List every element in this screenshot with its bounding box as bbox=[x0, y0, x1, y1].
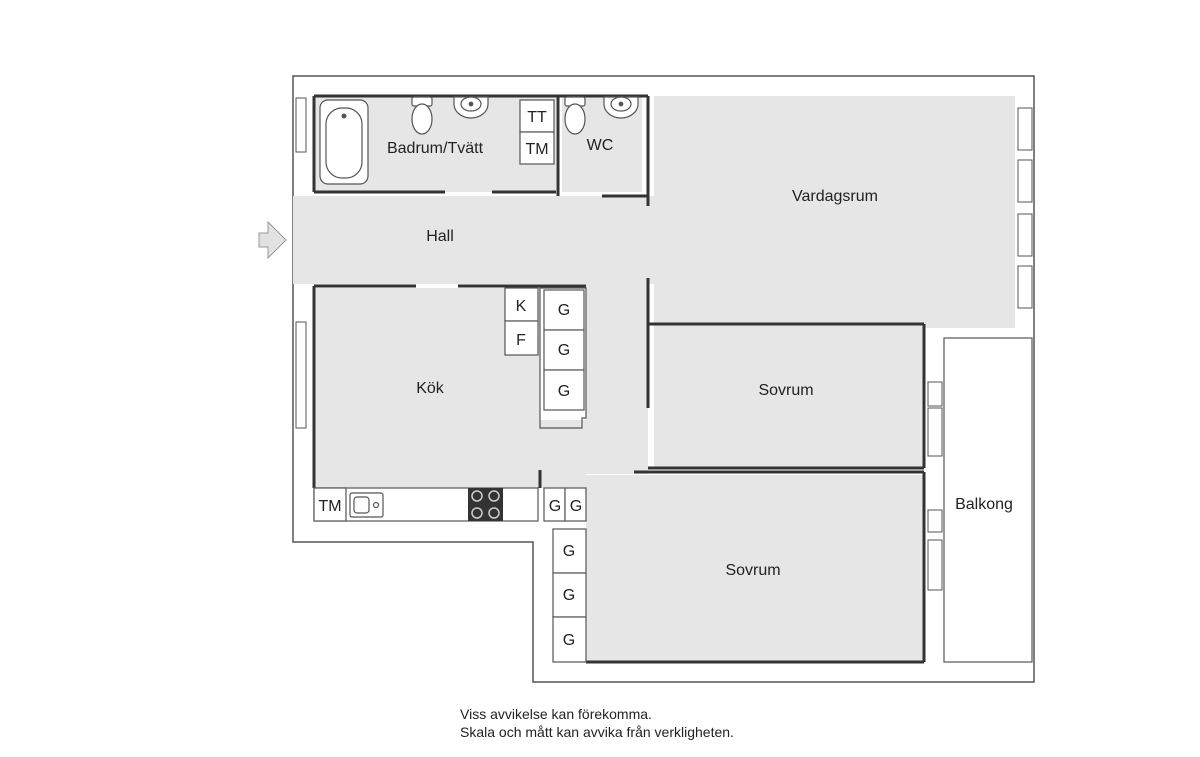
washing-machine-label: TM bbox=[525, 141, 548, 158]
bathtub-icon bbox=[319, 99, 369, 185]
fridge: F bbox=[504, 320, 539, 356]
room-label-bedroom-1: Sovrum bbox=[758, 382, 813, 399]
wc-sink-icon bbox=[603, 96, 639, 119]
wardrobe-frame bbox=[539, 287, 587, 429]
freezer: K bbox=[504, 287, 539, 322]
toilet-icon bbox=[411, 96, 433, 135]
wardrobe: G bbox=[543, 487, 566, 522]
wc-toilet-icon bbox=[564, 96, 586, 135]
wardrobe: G bbox=[564, 487, 587, 522]
wardrobe-label: G bbox=[549, 498, 561, 515]
outer-wall bbox=[292, 75, 1035, 683]
wardrobe-label: G bbox=[570, 498, 582, 515]
room-label-balcony: Balkong bbox=[955, 496, 1013, 513]
room-label-kitchen: Kök bbox=[416, 380, 445, 397]
kitchen-counter bbox=[313, 487, 539, 522]
room-label-wc: WC bbox=[587, 137, 614, 154]
entrance-arrow-icon bbox=[258, 220, 287, 260]
disclaimer-line-2: Skala och mått kan avvika från verklighe… bbox=[460, 724, 734, 740]
bedroom-2-floor bbox=[586, 475, 924, 662]
tumble-dryer: TT bbox=[519, 99, 555, 133]
balcony-outline bbox=[943, 337, 1033, 663]
wardrobe-label: G bbox=[558, 383, 570, 400]
bedroom-1-floor bbox=[654, 326, 924, 468]
stove-icon bbox=[468, 488, 503, 521]
living-lower-floor bbox=[654, 284, 1000, 324]
sink-icon bbox=[453, 96, 489, 119]
room-label-hall: Hall bbox=[426, 228, 454, 245]
disclaimer-line-1: Viss avvikelse kan förekomma. bbox=[460, 706, 652, 722]
room-label-living: Vardagsrum bbox=[792, 188, 878, 205]
room-label-bedroom-2: Sovrum bbox=[725, 562, 780, 579]
fridge-label: F bbox=[516, 332, 526, 349]
wardrobe-label: G bbox=[563, 587, 575, 604]
wardrobe-label: G bbox=[563, 543, 575, 560]
corridor-floor bbox=[540, 470, 586, 488]
floor-plan: TT TM K F G G G TM bbox=[258, 75, 1035, 683]
passage-floor bbox=[586, 284, 648, 474]
wardrobe: G bbox=[552, 616, 587, 663]
wardrobe: G bbox=[552, 528, 587, 574]
freezer-label: K bbox=[516, 298, 527, 315]
interior-walls bbox=[312, 94, 926, 664]
wardrobe: G bbox=[543, 289, 585, 331]
washing-machine-bathroom: TM bbox=[519, 131, 555, 165]
wardrobe-label: G bbox=[558, 342, 570, 359]
windows bbox=[295, 97, 1033, 591]
wardrobe-label: G bbox=[558, 302, 570, 319]
room-label-bathroom: Badrum/Tvätt bbox=[387, 140, 484, 157]
tumble-dryer-label: TT bbox=[527, 109, 547, 126]
wardrobe-label: G bbox=[563, 632, 575, 649]
dishwasher-label: TM bbox=[318, 498, 341, 515]
wardrobe: G bbox=[543, 329, 585, 371]
floor-areas bbox=[293, 96, 1015, 662]
kitchen-floor bbox=[314, 288, 540, 488]
disclaimer: Viss avvikelse kan förekomma. Skala och … bbox=[460, 705, 734, 741]
kitchen-sink-icon bbox=[349, 492, 384, 518]
wardrobe: G bbox=[552, 572, 587, 618]
dishwasher: TM bbox=[313, 487, 347, 522]
wardrobe: G bbox=[543, 369, 585, 411]
